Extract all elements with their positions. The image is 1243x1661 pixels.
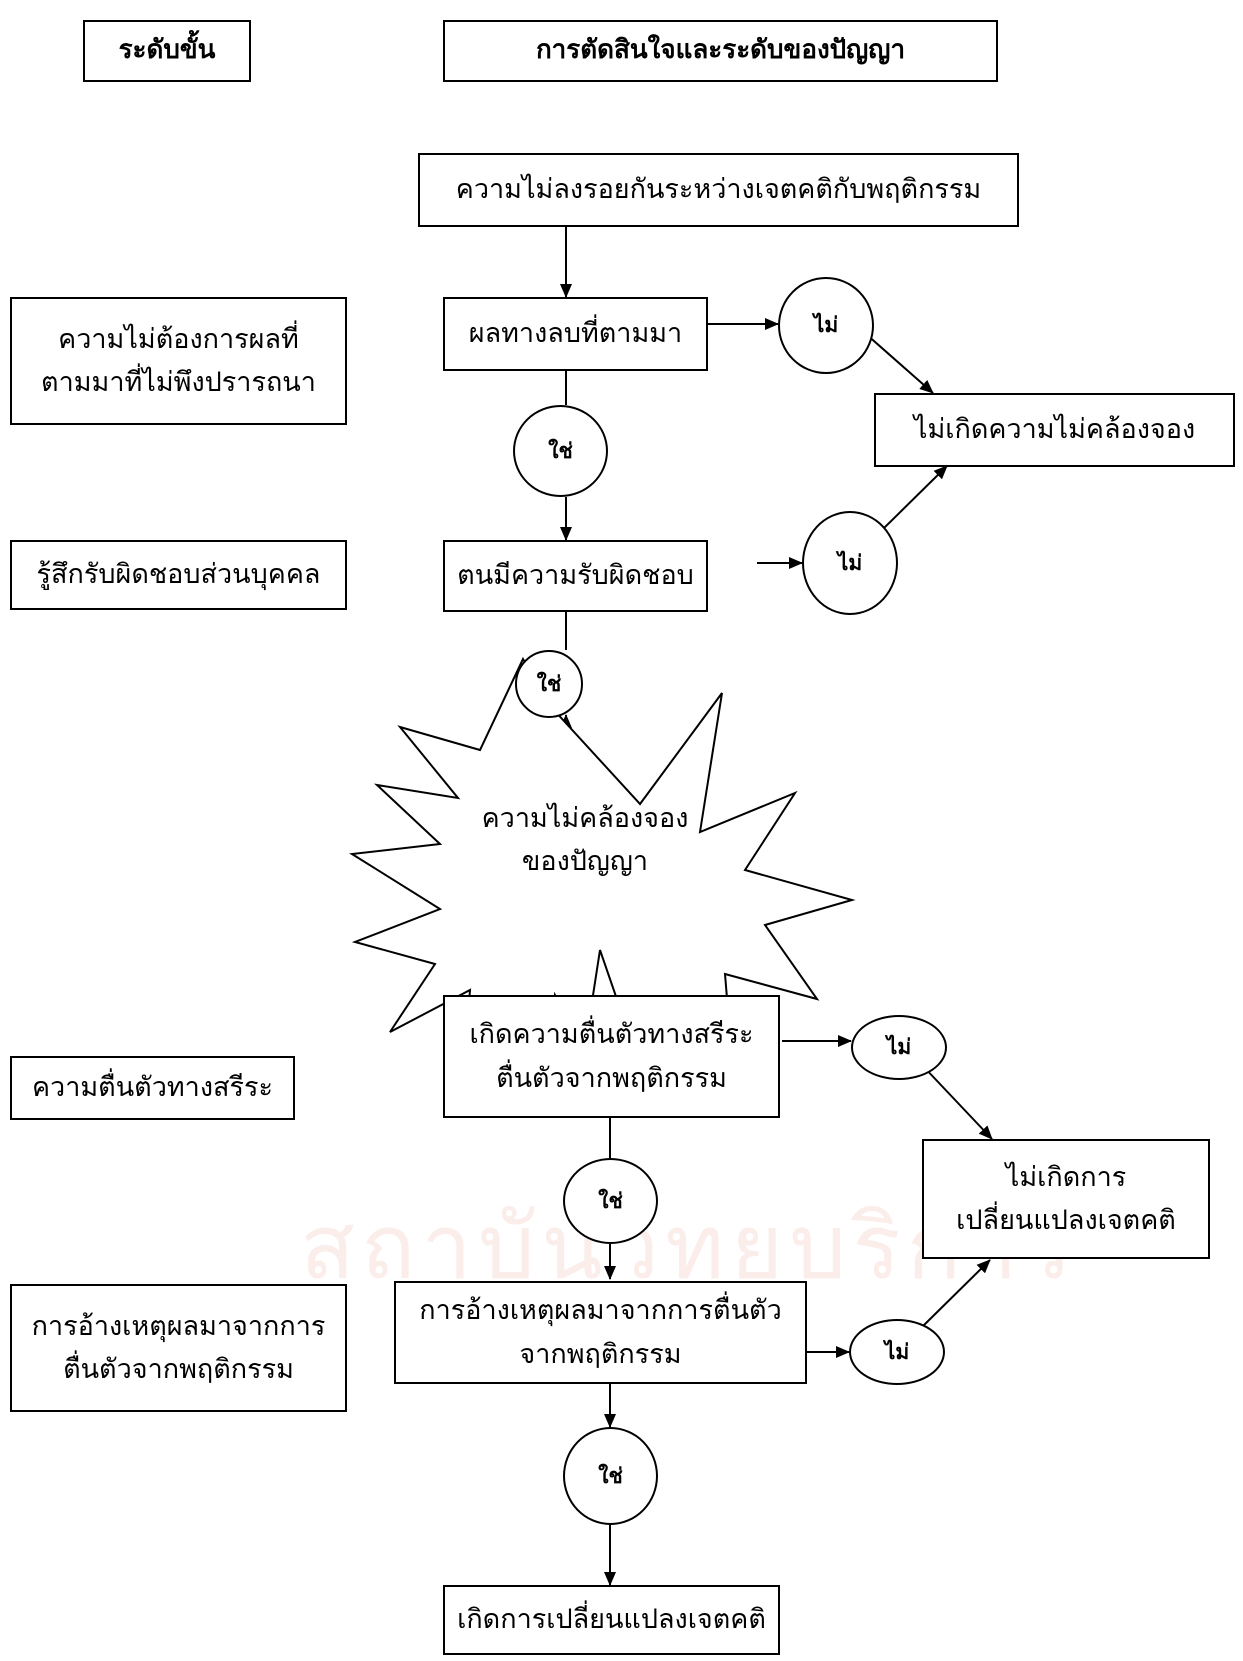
yes-node-3: ใช่ [563, 1158, 658, 1244]
level1-line2: ตามมาที่ไม่พึงปรารถนา [41, 367, 316, 398]
step3-box: เกิดความตื่นตัวทางสรีระ ตื่นตัวจากพฤติกร… [443, 995, 780, 1118]
no-label-2: ไม่ [837, 550, 863, 575]
level3-label: ความตื่นตัวทางสรีระ [32, 1072, 273, 1104]
final-label: เกิดการเปลี่ยนแปลงเจตคติ [457, 1604, 766, 1636]
header-decision-label: การตัดสินใจและระดับของปัญญา [535, 35, 906, 66]
step4-line1: การอ้างเหตุผลมาจากการตื่นตัว [419, 1295, 782, 1327]
step2-box: ตนมีความรับผิดชอบ [443, 540, 708, 612]
header-decision-box: การตัดสินใจและระดับของปัญญา [443, 20, 998, 82]
no-label-3: ไม่ [886, 1035, 912, 1059]
level-box-3: ความตื่นตัวทางสรีระ [10, 1056, 295, 1120]
yes-label-2: ใช่ [536, 671, 562, 696]
no-label-1: ไม่ [813, 313, 839, 337]
yes-node-1: ใช่ [513, 405, 608, 497]
step1-box: ผลทางลบที่ตามมา [443, 297, 708, 371]
step3-line1: เกิดความตื่นตัวทางสรีระ [469, 1019, 754, 1051]
dissonance-line1: ความไม่คล้องจอง [481, 803, 689, 834]
no-node-4: ไม่ [849, 1319, 945, 1385]
final-box: เกิดการเปลี่ยนแปลงเจตคติ [443, 1585, 780, 1655]
no-node-2: ไม่ [802, 511, 898, 615]
level4-line2: ตื่นตัวจากพฤติกรรม [63, 1354, 294, 1385]
level2-label: รู้สึกรับผิดชอบส่วนบุคคล [36, 559, 321, 591]
yes-label-4: ใช่ [598, 1463, 623, 1488]
yes-node-2: ใช่ [515, 650, 583, 718]
no-label-4: ไม่ [884, 1339, 910, 1364]
yes-node-4: ใช่ [563, 1427, 658, 1525]
header-level-label: ระดับขั้น [118, 35, 216, 66]
no-change-box: ไม่เกิดการ เปลี่ยนแปลงเจตคติ [922, 1139, 1210, 1259]
step2-label: ตนมีความรับผิดชอบ [457, 560, 694, 592]
no-node-3: ไม่ [851, 1015, 947, 1080]
step4-box: การอ้างเหตุผลมาจากการตื่นตัว จากพฤติกรรม [394, 1281, 807, 1384]
start-box: ความไม่ลงรอยกันระหว่างเจตคติกับพฤติกรรม [418, 153, 1019, 227]
level-box-2: รู้สึกรับผิดชอบส่วนบุคคล [10, 540, 347, 610]
no-node-1: ไม่ [778, 277, 874, 374]
no-change-line2: เปลี่ยนแปลงเจตคติ [956, 1205, 1176, 1236]
dissonance-label: ความไม่คล้องจอง ของปัญญา [470, 797, 700, 883]
level-box-4: การอ้างเหตุผลมาจากการ ตื่นตัวจากพฤติกรรม [10, 1284, 347, 1412]
yes-label-3: ใช่ [598, 1188, 623, 1213]
no-dissonance-box: ไม่เกิดความไม่คล้องจอง [874, 393, 1235, 467]
step3-line2: ตื่นตัวจากพฤติกรรม [496, 1062, 727, 1094]
step1-label: ผลทางลบที่ตามมา [468, 318, 683, 350]
header-level-box: ระดับขั้น [83, 20, 251, 82]
no-change-line1: ไม่เกิดการ [1005, 1161, 1127, 1193]
level4-line1: การอ้างเหตุผลมาจากการ [31, 1310, 326, 1342]
no-dissonance-label: ไม่เกิดความไม่คล้องจอง [913, 414, 1196, 446]
start-label: ความไม่ลงรอยกันระหว่างเจตคติกับพฤติกรรม [455, 174, 982, 206]
dissonance-line2: ของปัญญา [521, 846, 649, 878]
yes-label-1: ใช่ [548, 438, 573, 463]
level-box-1: ความไม่ต้องการผลที่ ตามมาที่ไม่พึงปรารถน… [10, 297, 347, 425]
step4-line2: จากพฤติกรรม [519, 1338, 682, 1370]
level1-line1: ความไม่ต้องการผลที่ [58, 323, 299, 355]
